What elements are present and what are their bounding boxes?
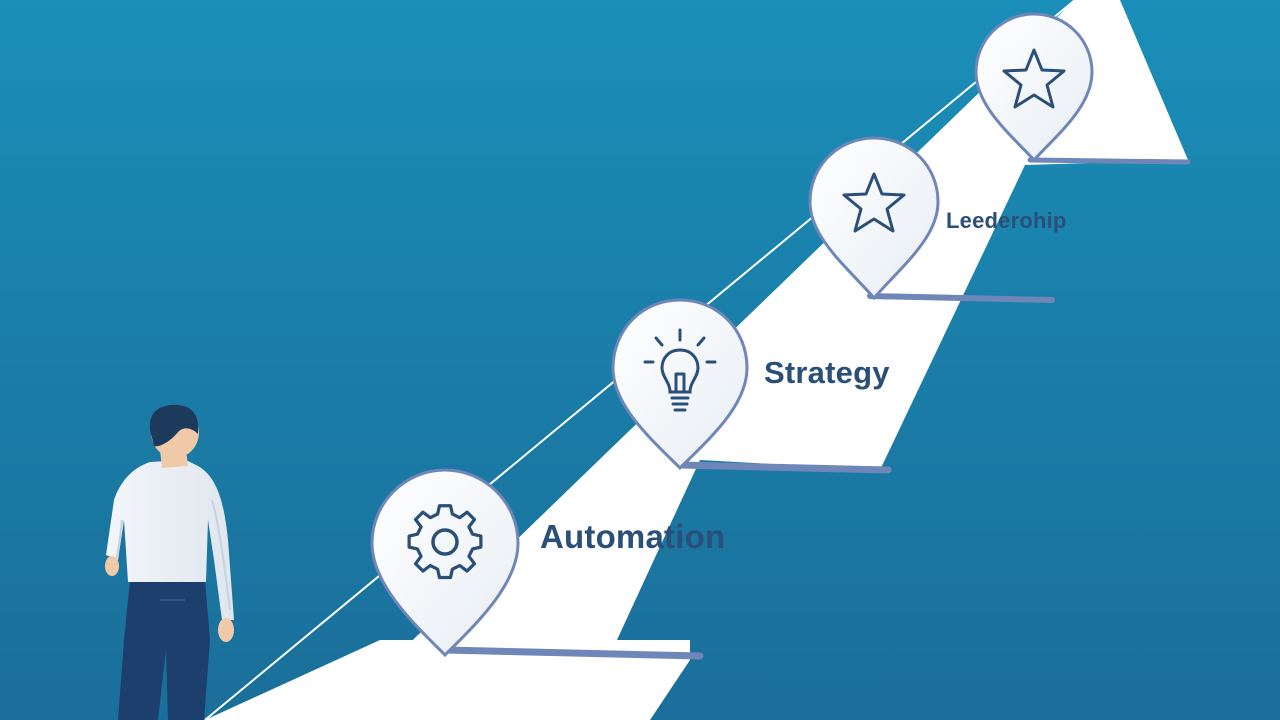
star-icon [1002, 48, 1066, 109]
step-edge-2 [676, 461, 892, 474]
step-label-automation: Automation [540, 518, 726, 555]
step-edge-3 [867, 293, 1055, 303]
gear-icon [407, 504, 483, 580]
step-pin-leadership [808, 136, 940, 301]
star-icon [842, 172, 906, 233]
step-pin-automation [370, 468, 520, 658]
step-edge-4 [1027, 157, 1191, 165]
step-pin-strategy [611, 298, 749, 471]
step-edge-1 [441, 646, 704, 660]
step-label-strategy: Strategy [764, 355, 890, 390]
lightbulb-icon [643, 328, 717, 412]
step-label-leadership: Leederohip [946, 208, 1067, 233]
staircase-path [204, 0, 1191, 720]
person-figure [105, 404, 234, 720]
step-pin-top [974, 12, 1094, 163]
